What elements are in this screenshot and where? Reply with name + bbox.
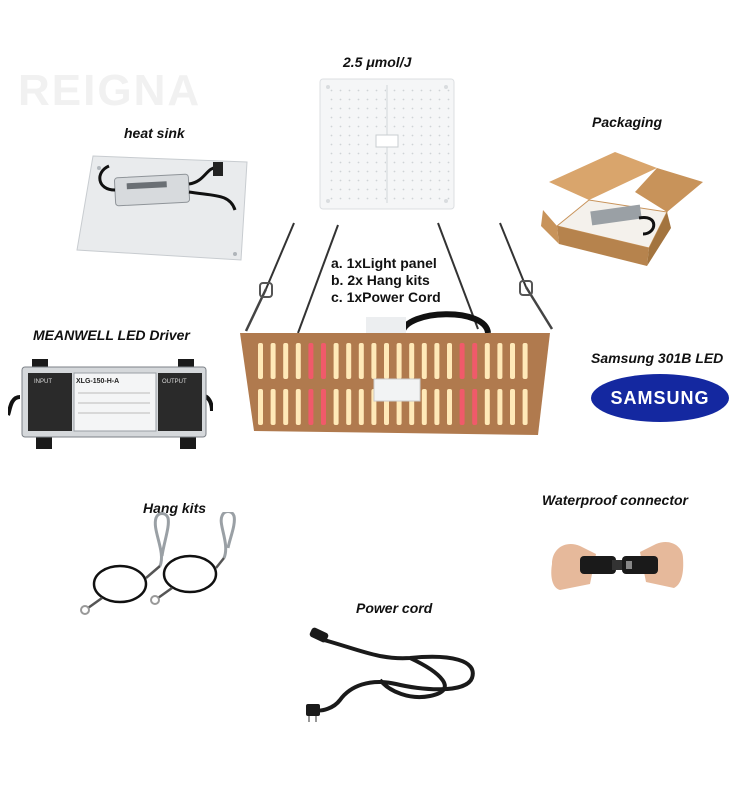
driver-input-label: INPUT: [34, 379, 52, 385]
led-strip: [346, 343, 352, 379]
led-strip: [522, 343, 528, 379]
driver-model-label: XLG-150-H-A: [76, 378, 119, 385]
hang-kits-caption: Hang kits: [143, 500, 207, 516]
led-strip: [258, 389, 263, 425]
power-cord-caption: Power cord: [356, 600, 433, 616]
led-strip: [283, 389, 289, 425]
led-strip: [321, 343, 326, 379]
kit-item-hang-kits: b. 2x Hang kits: [331, 272, 430, 288]
led-strip: [522, 389, 528, 425]
led-strip: [283, 343, 289, 379]
led-strip: [497, 389, 503, 425]
led-strip: [484, 343, 490, 379]
hang-kits-image: [72, 512, 247, 618]
driver-caption: MEANWELL LED Driver: [33, 327, 190, 343]
packaging-caption: Packaging: [592, 114, 663, 130]
led-strip: [270, 343, 276, 379]
led-strip: [434, 343, 440, 379]
led-strip: [510, 389, 515, 425]
led-caption: Samsung 301B LED: [591, 350, 724, 366]
led-strip: [358, 389, 364, 425]
led-strip: [484, 389, 490, 425]
led-strip: [358, 343, 364, 379]
samsung-logo-text: SAMSUNG: [610, 388, 709, 408]
led-strip: [384, 343, 389, 379]
efficiency-caption: 2.5 μmol/J: [343, 54, 412, 70]
led-strip: [447, 343, 452, 379]
led-strip: [447, 389, 452, 425]
kit-item-light-panel: a. 1xLight panel: [331, 255, 437, 271]
waterproof-caption: Waterproof connector: [542, 492, 688, 508]
led-strip: [409, 343, 415, 379]
led-strip: [270, 389, 276, 425]
packaging-image: [539, 148, 705, 268]
led-strip: [459, 343, 465, 379]
led-strip: [421, 389, 427, 425]
led-strip: [346, 389, 352, 425]
led-driver-image: XLG-150-H-A INPUT OUTPUT: [8, 355, 213, 451]
led-strip: [308, 343, 314, 379]
heat-sink-image: [75, 154, 250, 262]
led-strip: [434, 389, 440, 425]
light-panel-front-image: [318, 77, 456, 211]
led-strip: [472, 389, 478, 425]
samsung-logo: SAMSUNG: [590, 372, 730, 424]
led-strip: [459, 389, 465, 425]
led-strip: [321, 389, 326, 425]
led-strip: [333, 389, 339, 425]
led-strip: [308, 389, 314, 425]
led-strip: [472, 343, 478, 379]
heat-sink-caption: heat sink: [124, 125, 185, 141]
led-strip: [333, 343, 339, 379]
led-strip: [371, 343, 377, 379]
hanging-light-panel-image: [232, 221, 562, 439]
watermark-logo: REIGNA: [18, 66, 202, 115]
led-strip: [510, 343, 515, 379]
led-strip: [295, 343, 301, 379]
led-strip: [295, 389, 301, 425]
led-strip: [396, 343, 402, 379]
led-strips: [258, 343, 528, 425]
kit-item-power-cord: c. 1xPower Cord: [331, 289, 441, 305]
driver-output-label: OUTPUT: [162, 379, 187, 385]
waterproof-connector-image: [550, 528, 685, 610]
power-cord-image: [300, 620, 485, 726]
led-strip: [421, 343, 427, 379]
kit-list: a. 1xLight panel b. 2x Hang kits c. 1xPo…: [331, 255, 441, 306]
led-strip: [497, 343, 503, 379]
led-strip: [258, 343, 263, 379]
